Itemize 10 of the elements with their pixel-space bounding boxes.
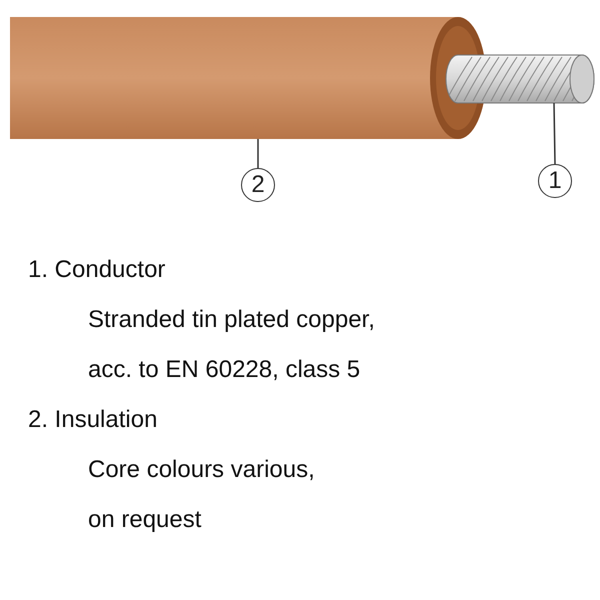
leader-line [257,139,259,168]
item-description: Stranded tin plated copper, acc. to EN 60228, class 5 [88,305,376,385]
item-heading: 2. Insulation [28,405,158,435]
insulation-drawing [10,17,486,139]
item-heading: 1. Conductor [28,255,166,285]
callout-number: 2 [241,168,275,202]
callout-number: 1 [538,164,572,198]
conductor-drawing [446,54,594,104]
leader-line [553,102,556,164]
item-description: Core colours various, on request [88,455,316,535]
